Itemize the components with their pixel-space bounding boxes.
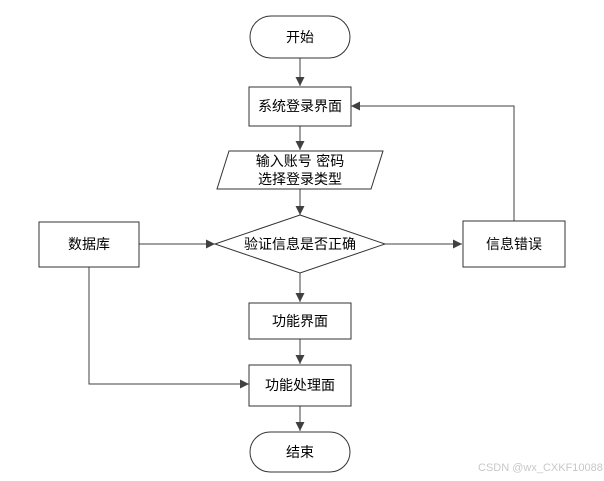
edges <box>88 58 515 431</box>
edge-database-to-process <box>88 267 249 389</box>
input-node: 输入账号 密码 选择登录类型 <box>216 150 384 190</box>
input-label-line1: 输入账号 密码 <box>256 153 344 170</box>
edge-error-to-login <box>351 101 515 221</box>
database-node: 数据库 <box>38 221 140 268</box>
function-page-node: 功能界面 <box>248 302 352 340</box>
verify-label: 验证信息是否正确 <box>244 236 356 253</box>
function-process-node: 功能处理面 <box>248 364 352 407</box>
login-page-label: 系统登录界面 <box>258 99 342 115</box>
start-node: 开始 <box>249 15 351 59</box>
start-label: 开始 <box>286 30 314 46</box>
function-process-label: 功能处理面 <box>265 378 335 394</box>
database-label: 数据库 <box>68 237 110 253</box>
verify-decision-node: 验证信息是否正确 <box>213 214 387 274</box>
watermark: CSDN @wx_CXKF10088 <box>478 462 603 474</box>
function-page-label: 功能界面 <box>272 314 328 330</box>
end-node: 结束 <box>249 431 351 473</box>
info-error-node: 信息错误 <box>462 220 566 268</box>
input-label-line2: 选择登录类型 <box>258 172 342 188</box>
end-label: 结束 <box>286 445 314 461</box>
login-page-node: 系统登录界面 <box>248 86 352 127</box>
info-error-label: 信息错误 <box>486 236 542 253</box>
